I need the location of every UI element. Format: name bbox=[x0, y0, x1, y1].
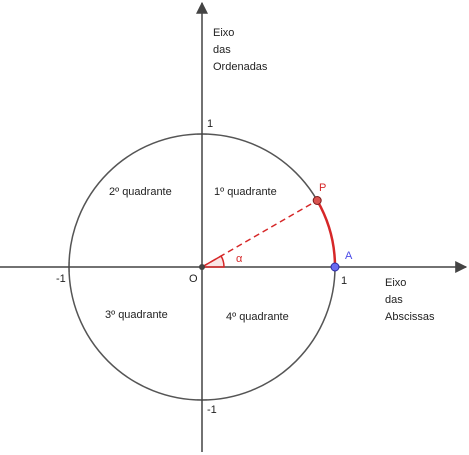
point-p bbox=[312, 196, 322, 205]
quadrant-1-label: 1º quadrante bbox=[214, 186, 277, 198]
origin-label: O bbox=[189, 273, 198, 285]
angle-marker bbox=[199, 254, 225, 268]
quadrant-4-label: 4º quadrante bbox=[226, 311, 289, 323]
origin-point bbox=[199, 264, 205, 270]
ordinate-label-line1: Eixo bbox=[213, 27, 234, 39]
abscissa-label-line3: Abscissas bbox=[385, 311, 435, 323]
abscissa-label-line2: das bbox=[385, 294, 403, 306]
ordinate-label-line2: das bbox=[213, 44, 231, 56]
point-p-label: P bbox=[319, 182, 326, 194]
abscissa-label-line1: Eixo bbox=[385, 277, 406, 289]
x-tick-neg-label: -1 bbox=[56, 273, 66, 285]
ordinate-label-line3: Ordenadas bbox=[213, 61, 268, 73]
y-tick-pos-label: 1 bbox=[207, 118, 213, 130]
quadrant-3-label: 3º quadrante bbox=[105, 309, 168, 321]
x-tick-pos-label: 1 bbox=[341, 275, 347, 287]
arc-a-to-p bbox=[316, 199, 337, 268]
angle-label: α bbox=[236, 253, 243, 265]
quadrant-2-label: 2º quadrante bbox=[109, 186, 172, 198]
point-a bbox=[330, 262, 340, 272]
y-tick-neg-label: -1 bbox=[207, 404, 217, 416]
point-a-label: A bbox=[345, 250, 353, 262]
